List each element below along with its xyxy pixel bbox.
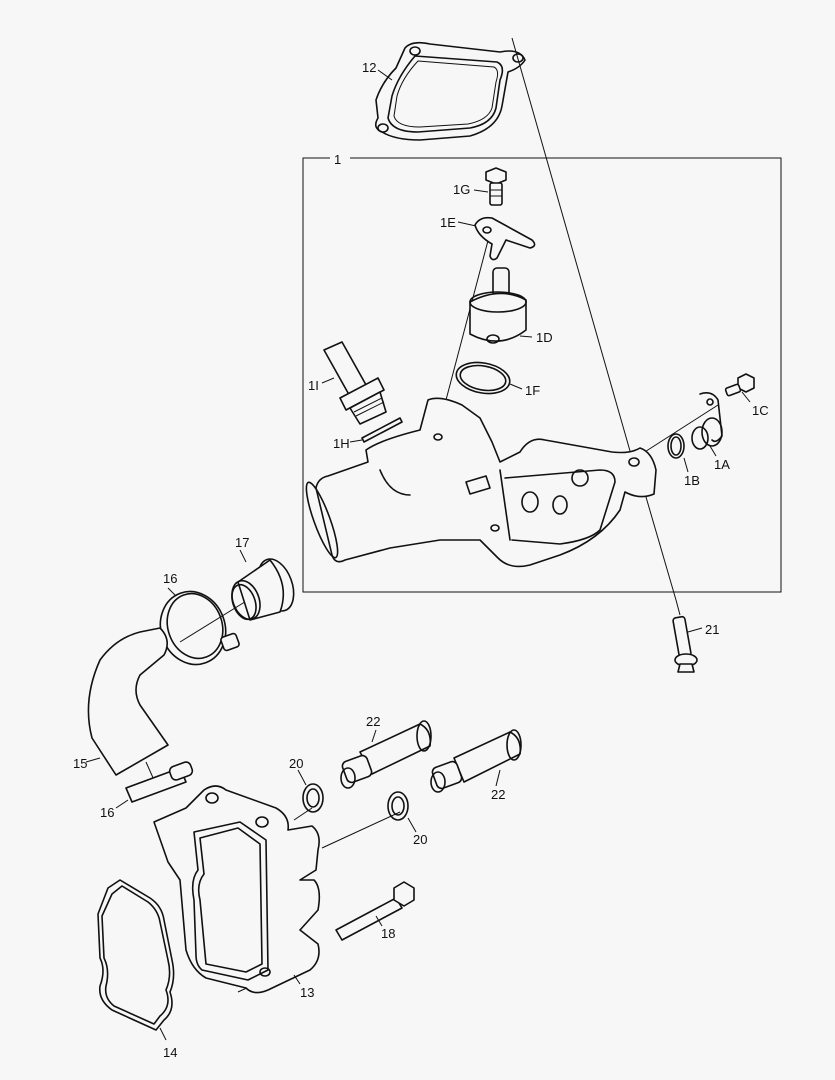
part-15-hose <box>87 627 169 776</box>
callout-1f: 1F <box>525 383 541 398</box>
callout-16-lower: 16 <box>100 805 115 820</box>
part-16-clamp-upper <box>159 590 240 666</box>
part-17-pipe <box>231 558 295 621</box>
callout-21: 21 <box>705 622 720 637</box>
part-1e-bracket <box>474 216 536 261</box>
part-21-bolt <box>672 615 698 673</box>
part-1d-thermostat <box>469 267 527 344</box>
part-1a-plug <box>691 392 723 450</box>
callout-1i: 1I <box>308 378 319 393</box>
callout-20-a: 20 <box>289 756 304 771</box>
callout-17: 17 <box>235 535 250 550</box>
part-12-gasket <box>374 41 526 141</box>
part-1i-fitting <box>323 341 387 425</box>
callout-14: 14 <box>163 1045 178 1060</box>
part-14-gasket <box>97 879 175 1031</box>
part-1-housing <box>305 397 657 568</box>
callout-1h: 1H <box>333 436 350 451</box>
part-18-bolt <box>335 881 415 941</box>
leader-lines <box>85 69 751 1041</box>
part-22-fitting-b <box>430 729 522 793</box>
part-1g-bolt <box>485 167 507 206</box>
callout-20-b: 20 <box>413 832 428 847</box>
part-20-washer-b <box>387 791 409 821</box>
assembly-frame-1 <box>302 157 782 593</box>
part-1h-seal <box>361 417 403 443</box>
callout-1g: 1G <box>453 182 471 197</box>
callout-13: 13 <box>300 985 315 1000</box>
part-1c-bolt <box>724 373 755 397</box>
callout-1d: 1D <box>536 330 553 345</box>
part-22-fitting-a <box>340 720 432 789</box>
centre-lines <box>145 37 719 993</box>
callout-22-b: 22 <box>491 787 506 802</box>
callout-1b: 1B <box>684 473 700 488</box>
callout-16-upper: 16 <box>163 571 178 586</box>
callout-15: 15 <box>73 756 88 771</box>
part-16-clamp-lower <box>125 761 194 803</box>
callout-1e: 1E <box>440 215 456 230</box>
part-1f-oring <box>455 361 511 395</box>
callout-1-assembly-frame: 1 <box>330 153 346 166</box>
callout-22-a: 22 <box>366 714 381 729</box>
part-1b-oring <box>667 433 685 459</box>
callout-12: 12 <box>362 60 377 75</box>
part-13-housing <box>153 785 321 994</box>
callout-18: 18 <box>381 926 396 941</box>
callout-1a: 1A <box>714 457 730 472</box>
part-20-washer-a <box>302 783 324 813</box>
callout-1c: 1C <box>752 403 769 418</box>
